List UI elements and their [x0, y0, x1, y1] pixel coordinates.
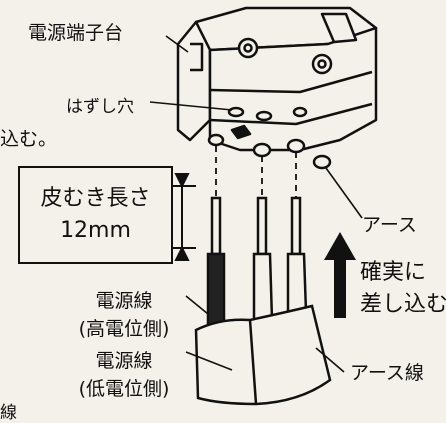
label-earth: アース: [362, 214, 417, 236]
label-earth-wire: アース線: [350, 362, 424, 384]
label-release-hole: はずし穴: [66, 97, 134, 117]
label-insert-firmly-2: 差し込む: [360, 292, 446, 317]
label-fragment-left: 込む。: [0, 128, 58, 150]
strip-length-label: 皮むき長さ: [40, 186, 151, 211]
strip-length-value: 12mm: [60, 218, 131, 243]
label-power-high-2: (高電位側): [78, 318, 170, 340]
label-power-high-1: 電源線: [95, 290, 153, 312]
wires: [194, 196, 332, 406]
label-power-low-1: 電源線: [95, 350, 153, 372]
label-fragment-bottom: 線: [0, 403, 17, 423]
strip-length-dimension: [172, 173, 196, 261]
insert-arrow: [324, 232, 356, 318]
strip-length-box: 皮むき長さ 12mm: [18, 166, 173, 264]
terminal-block: [176, 6, 378, 170]
label-terminal-block: 電源端子台: [28, 22, 124, 44]
guide-lines: [215, 146, 297, 198]
label-power-low-2: (低電位側): [78, 378, 170, 400]
label-insert-firmly-1: 確実に: [360, 260, 427, 285]
leader-lines: [149, 35, 363, 373]
